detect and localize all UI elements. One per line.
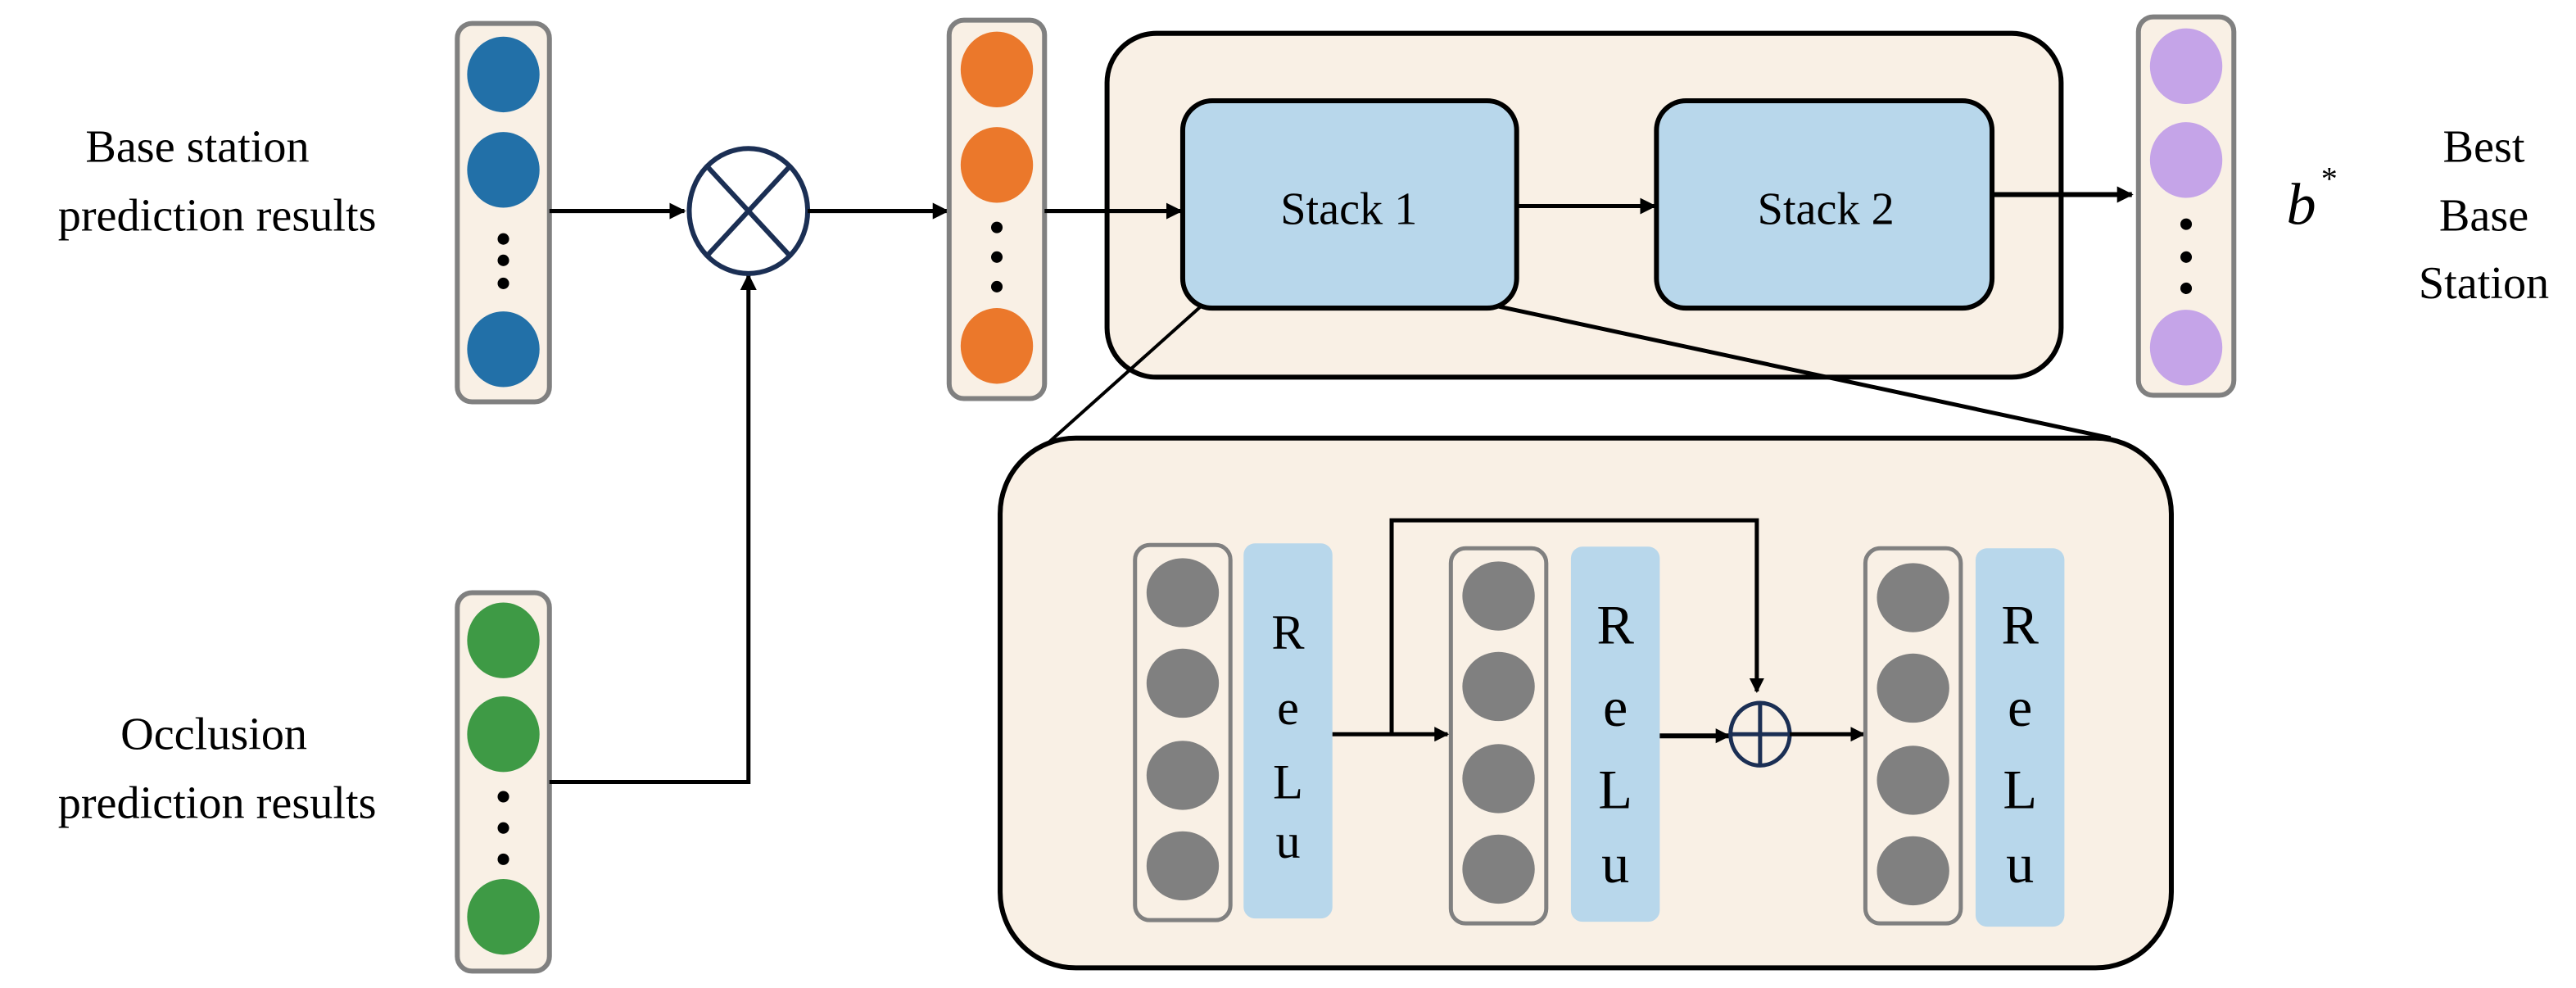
input2-label-line1: Occlusion xyxy=(120,709,307,759)
base-station-vector xyxy=(455,20,552,405)
stack-1-block: Stack 1 xyxy=(1179,98,1519,311)
relu-letter: R xyxy=(2001,594,2039,656)
relu-letter: R xyxy=(1596,594,1634,656)
node xyxy=(960,127,1034,203)
node xyxy=(467,696,540,773)
hidden-layer-3 xyxy=(1863,546,1963,926)
hidden-layer-1 xyxy=(1133,542,1233,922)
skip-connection xyxy=(1389,518,1764,735)
node xyxy=(960,308,1034,384)
output-label-line1: Best xyxy=(2443,121,2525,172)
zoom-line-right xyxy=(1498,304,2112,441)
node xyxy=(2149,122,2223,198)
stack-2-block: Stack 2 xyxy=(1654,98,1995,311)
multiply-operator-icon xyxy=(686,146,811,276)
node xyxy=(1462,834,1535,904)
relu-letter: L xyxy=(1273,755,1303,810)
relu-letter: u xyxy=(2006,832,2034,895)
output-label-line2: Base xyxy=(2439,191,2528,242)
node xyxy=(1877,563,1949,632)
node xyxy=(960,31,1034,108)
add-operator-icon xyxy=(1728,700,1792,768)
output-label-line3: Station xyxy=(2419,258,2549,309)
relu-letter: e xyxy=(2008,676,2032,738)
zoom-line-left xyxy=(1044,305,1202,446)
output-symbol: b xyxy=(2287,172,2316,238)
relu-block-2: R e L u xyxy=(1570,546,1660,922)
relu-letter: e xyxy=(1603,676,1628,738)
relu-letter: u xyxy=(1275,814,1300,869)
node xyxy=(1462,561,1535,631)
node xyxy=(1877,653,1949,723)
stack-1-label: Stack 1 xyxy=(1280,184,1417,235)
node xyxy=(1146,648,1220,718)
relu-letter: e xyxy=(1277,681,1299,736)
node xyxy=(1146,831,1220,901)
input1-label-line1: Base station xyxy=(85,121,309,172)
relu-letter: R xyxy=(1271,605,1305,660)
stack-2-label: Stack 2 xyxy=(1758,184,1895,235)
output-vector xyxy=(2135,14,2237,398)
fused-vector xyxy=(946,17,1048,401)
node xyxy=(1462,651,1535,722)
output-superscript: * xyxy=(2321,160,2338,197)
relu-letter: u xyxy=(1601,832,1629,895)
node xyxy=(2149,310,2223,386)
arrow-occlusion-to-multiply xyxy=(549,273,757,784)
node xyxy=(467,602,540,678)
node xyxy=(1462,744,1535,814)
node xyxy=(1146,741,1220,810)
node xyxy=(467,311,540,387)
relu-letter: L xyxy=(1598,759,1632,821)
occlusion-vector xyxy=(455,590,552,974)
node xyxy=(2149,28,2223,105)
node xyxy=(1877,836,1949,906)
relu-block-1: R e L u xyxy=(1243,543,1333,919)
input1-label-line2: prediction results xyxy=(58,191,377,242)
hidden-layer-2 xyxy=(1448,546,1549,926)
node xyxy=(467,878,540,955)
node xyxy=(1877,746,1949,815)
node xyxy=(467,132,540,208)
node xyxy=(467,36,540,113)
relu-letter: L xyxy=(2003,759,2037,821)
relu-block-3: R e L u xyxy=(1975,548,2065,927)
input2-label-line2: prediction results xyxy=(58,778,377,829)
node xyxy=(1146,558,1220,628)
